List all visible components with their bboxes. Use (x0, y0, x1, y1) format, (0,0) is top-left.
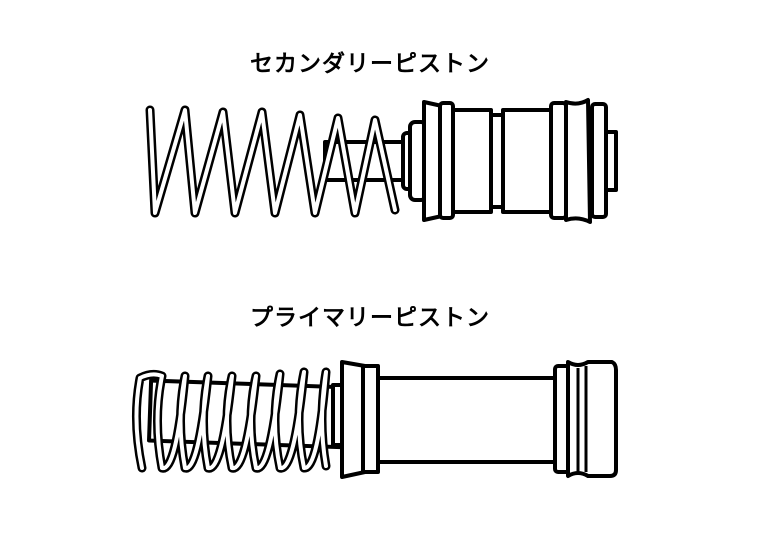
primary-piston (131, 360, 618, 479)
secondary-rear-tip (604, 130, 618, 192)
primary-shaft (376, 376, 557, 464)
secondary-ring-rear (590, 102, 608, 219)
secondary-cup-rear (564, 98, 592, 224)
primary-cup-rear (566, 360, 618, 478)
primary-ring-front (361, 364, 380, 474)
primary-piston-label: プライマリーピストン (250, 305, 490, 331)
secondary-body-front (451, 108, 493, 214)
secondary-body-rear (501, 108, 553, 214)
primary-spring (131, 367, 331, 473)
secondary-piston-label: セカンダリーピストン (250, 51, 490, 77)
secondary-piston (145, 98, 618, 224)
secondary-spring (145, 105, 400, 218)
secondary-ring-mid (549, 101, 568, 220)
